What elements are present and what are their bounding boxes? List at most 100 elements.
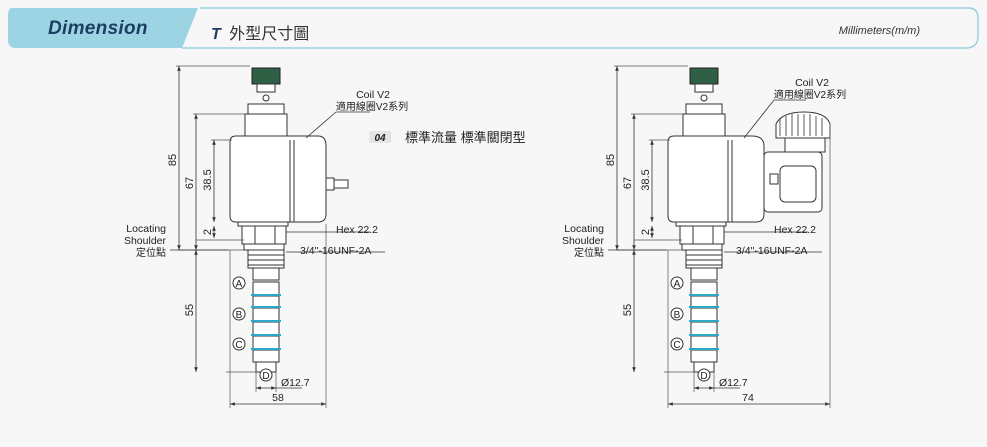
shoulder-label-1: Locating xyxy=(564,223,604,235)
dia-label: Ø12.7 xyxy=(719,377,748,389)
leader-lines xyxy=(608,99,822,389)
hex-nut xyxy=(241,225,287,245)
dimension-tab-label: Dimension xyxy=(48,18,148,39)
port-a-marker xyxy=(670,276,684,290)
port-b-letter: B xyxy=(236,310,243,321)
knob-cap xyxy=(689,67,719,85)
port-markers xyxy=(232,276,273,382)
dim-38-5: 38.5 xyxy=(640,169,652,190)
top-nut xyxy=(247,103,285,115)
port-a-letter: A xyxy=(674,279,681,290)
thread-lines xyxy=(686,254,722,266)
width-label: 58 xyxy=(272,392,284,404)
valve-body xyxy=(229,67,349,373)
shoulder-label-1: Locating xyxy=(126,223,166,235)
shoulder-label-2: Shoulder xyxy=(124,235,167,247)
dim-85: 85 xyxy=(605,154,617,166)
o-rings xyxy=(689,294,719,350)
dim-2: 2 xyxy=(640,229,652,235)
view-left xyxy=(170,65,385,408)
title-text: 外型尺寸圖 xyxy=(229,26,310,43)
title-series-letter: T xyxy=(211,26,221,43)
o-rings xyxy=(251,294,281,350)
port-b-band xyxy=(252,307,280,323)
coil-body xyxy=(667,135,765,223)
hex-label: Hex 22.2 xyxy=(774,224,816,236)
width-label: 74 xyxy=(742,392,754,404)
knob-neck xyxy=(694,83,714,93)
port-c-marker xyxy=(232,337,246,351)
hex-flats xyxy=(692,226,714,244)
port-b-marker xyxy=(670,307,684,321)
port-d-marker xyxy=(259,368,273,382)
port-a-band xyxy=(690,281,718,297)
header-bar: Dimension T 外型尺寸圖 Millimeters(m/m) xyxy=(6,6,982,50)
port-b-letter: B xyxy=(674,310,681,321)
top-nut xyxy=(685,103,723,115)
dim-55: 55 xyxy=(622,304,634,316)
coil-label-cn: 適用線圈V2系列 xyxy=(774,88,846,101)
knob-cap xyxy=(251,67,281,85)
thread-lines xyxy=(248,254,284,266)
coil-base xyxy=(675,221,727,227)
port-c-band xyxy=(690,335,718,351)
port-c-letter: C xyxy=(235,340,242,351)
coil-connector xyxy=(333,179,349,189)
port-c-marker xyxy=(670,337,684,351)
dim-2: 2 xyxy=(202,229,214,235)
dim-55: 55 xyxy=(184,304,196,316)
coil-split xyxy=(289,140,295,222)
coil-label: Coil V2 xyxy=(356,89,390,101)
dim-67: 67 xyxy=(184,177,196,189)
port-markers xyxy=(670,276,711,382)
page-title: T 外型尺寸圖 xyxy=(211,20,309,44)
header-shape xyxy=(8,7,979,49)
view-left-labels: Coil V2 適用線圈V2系列 Hex 22.2 3/4"-16UNF-2A … xyxy=(124,89,408,404)
valve-body xyxy=(667,67,831,373)
view-right xyxy=(608,65,831,408)
pin xyxy=(700,94,708,102)
extension-lines xyxy=(176,65,327,408)
coil-terminal xyxy=(325,177,335,191)
din-terminal xyxy=(769,173,779,185)
shoulder-label-cn: 定位點 xyxy=(136,246,166,259)
note-badge-bg xyxy=(369,131,391,143)
flow-note: 04 標準流量 標準關閉型 xyxy=(369,130,526,145)
port-c-band xyxy=(252,335,280,351)
knob-neck xyxy=(256,83,276,93)
din-face xyxy=(779,165,817,203)
port-a-band xyxy=(252,281,280,297)
view-right-labels: Coil V2 適用線圈V2系列 Hex 22.2 3/4"-16UNF-2A … xyxy=(562,77,846,404)
port-b-marker xyxy=(232,307,246,321)
hex-flats xyxy=(254,226,276,244)
spool-neck xyxy=(252,267,280,281)
port-d-letter: D xyxy=(262,371,269,382)
port-d-letter: D xyxy=(700,371,707,382)
shoulder-label-cn: 定位點 xyxy=(574,246,604,259)
dia-label: Ø12.7 xyxy=(281,377,310,389)
dim-67: 67 xyxy=(622,177,634,189)
dim-85: 85 xyxy=(167,154,179,166)
dim-38-5: 38.5 xyxy=(202,169,214,190)
port-a-marker xyxy=(232,276,246,290)
shoulder-label-2: Shoulder xyxy=(562,235,605,247)
spool-seg-3 xyxy=(252,349,280,363)
din-cap-ribs xyxy=(779,114,823,136)
dimension-lines xyxy=(615,66,830,406)
port-c-letter: C xyxy=(673,340,680,351)
hex-label: Hex 22.2 xyxy=(336,224,378,236)
thread-label: 3/4"-16UNF-2A xyxy=(300,245,371,257)
spool-neck xyxy=(690,267,718,281)
port-a-letter: A xyxy=(236,279,243,290)
din-cable-gland xyxy=(784,137,826,153)
port-d-marker xyxy=(697,368,711,382)
spool-seg-3 xyxy=(690,349,718,363)
units-label: Millimeters(m/m) xyxy=(838,25,920,37)
note-text: 標準流量 標準關閉型 xyxy=(405,130,526,145)
coil-base xyxy=(237,221,289,227)
spool-seg-2 xyxy=(690,321,718,337)
pin xyxy=(262,94,270,102)
din-cap xyxy=(775,111,831,139)
leader-lines xyxy=(170,111,385,389)
